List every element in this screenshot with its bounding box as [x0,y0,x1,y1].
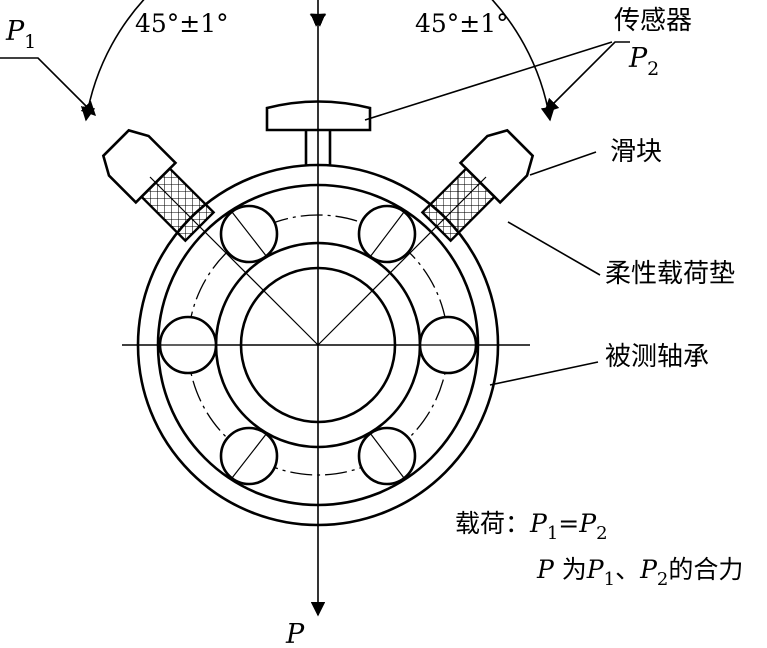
legend-line-1: 载荷：P1=P2 [455,509,608,544]
angle-arc [80,0,556,122]
rolling-elements [158,204,478,486]
right-slider [458,128,535,205]
bearing-label: 被测轴承 [605,342,709,372]
p2-label: P2 [628,43,659,80]
angle-left-label: 45°±1° [135,9,229,38]
slider-leader [529,151,597,176]
angle-right-label: 45°±1° [415,9,509,38]
bearing-leader [489,361,599,386]
legend-line-2: P 为P1、P2的合力 [536,555,743,590]
right-sensor-assembly [420,128,535,243]
left-sensor-assembly [101,128,216,243]
left-slider [101,128,178,205]
outer-ring-outer [136,163,500,527]
p2-leader [543,41,630,114]
pad-leader [507,221,601,276]
outer-ring-inner [156,183,480,507]
sensor-label: 传感器 [614,6,692,36]
inner-ring-inner [239,266,397,424]
pad-label: 柔性载荷垫 [605,259,735,289]
p-bottom-label: P [285,619,305,648]
p1-label: P1 [5,16,36,53]
slider-label: 滑块 [610,137,662,167]
p1-leader [0,57,97,117]
